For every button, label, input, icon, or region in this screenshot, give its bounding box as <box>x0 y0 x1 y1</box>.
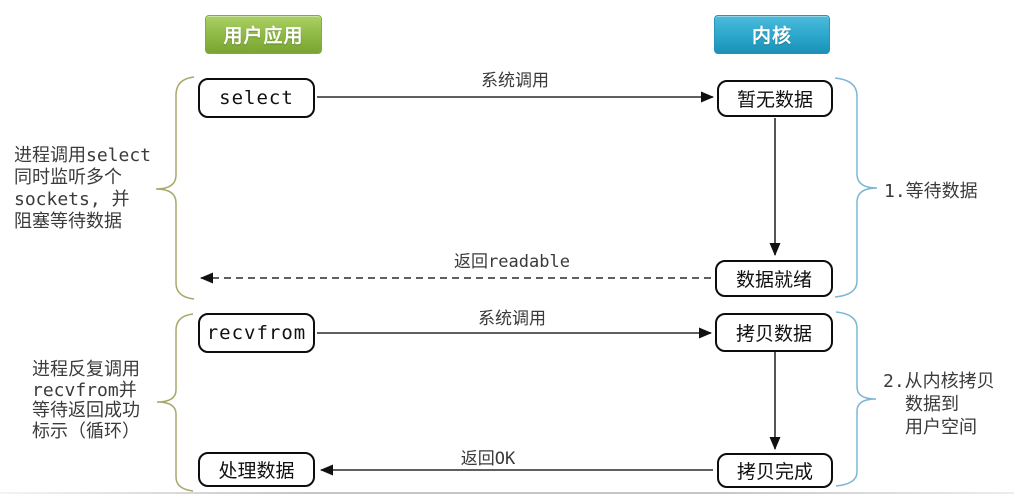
note-copy-kernel-to-user: 2.从内核拷贝 数据到 用户空间 <box>883 370 995 439</box>
note-line: 2.从内核拷贝 <box>883 371 995 392</box>
node-no-data: 暂无数据 <box>717 80 833 117</box>
note-line: 数据到 <box>905 394 959 415</box>
brace-left-2 <box>156 313 194 492</box>
note-line: 同时监听多个 <box>14 167 122 188</box>
bottom-edge-line <box>0 492 1014 494</box>
note-line: recvfrom并 <box>32 379 137 401</box>
brace-left-1 <box>155 76 195 300</box>
node-copy-data: 拷贝数据 <box>715 313 833 352</box>
header-user-application: 用户应用 <box>205 15 322 54</box>
note-wait-data: 1.等待数据 <box>884 181 978 202</box>
node-recvfrom: recvfrom <box>198 313 315 353</box>
note-line: 阻塞等待数据 <box>14 211 122 232</box>
note-line: 用户空间 <box>905 417 977 438</box>
label-return-ok: 返回OK <box>460 449 516 469</box>
note-line: sockets, 并 <box>14 189 130 210</box>
note-line: 进程调用select <box>14 145 152 166</box>
node-process-data: 处理数据 <box>198 452 315 487</box>
note-line: 进程反复调用 <box>32 359 140 380</box>
node-copy-done: 拷贝完成 <box>717 453 833 488</box>
note-line: 等待返回成功 <box>32 400 140 421</box>
brace-right-2 <box>835 311 877 487</box>
node-select: select <box>198 78 315 118</box>
header-kernel: 内核 <box>714 15 830 54</box>
brace-right-1 <box>834 77 878 298</box>
node-data-ready: 数据就绪 <box>715 260 833 297</box>
label-return-readable: 返回readable <box>454 252 570 272</box>
note-select-description: 进程调用select 同时监听多个 sockets, 并 阻塞等待数据 <box>14 145 151 233</box>
label-syscall-1: 系统调用 <box>481 71 549 91</box>
note-recvfrom-description: 进程反复调用 recvfrom并 等待返回成功 标示（循环） <box>32 359 140 442</box>
note-line: 标示（循环） <box>32 420 140 442</box>
label-syscall-2: 系统调用 <box>478 309 546 329</box>
